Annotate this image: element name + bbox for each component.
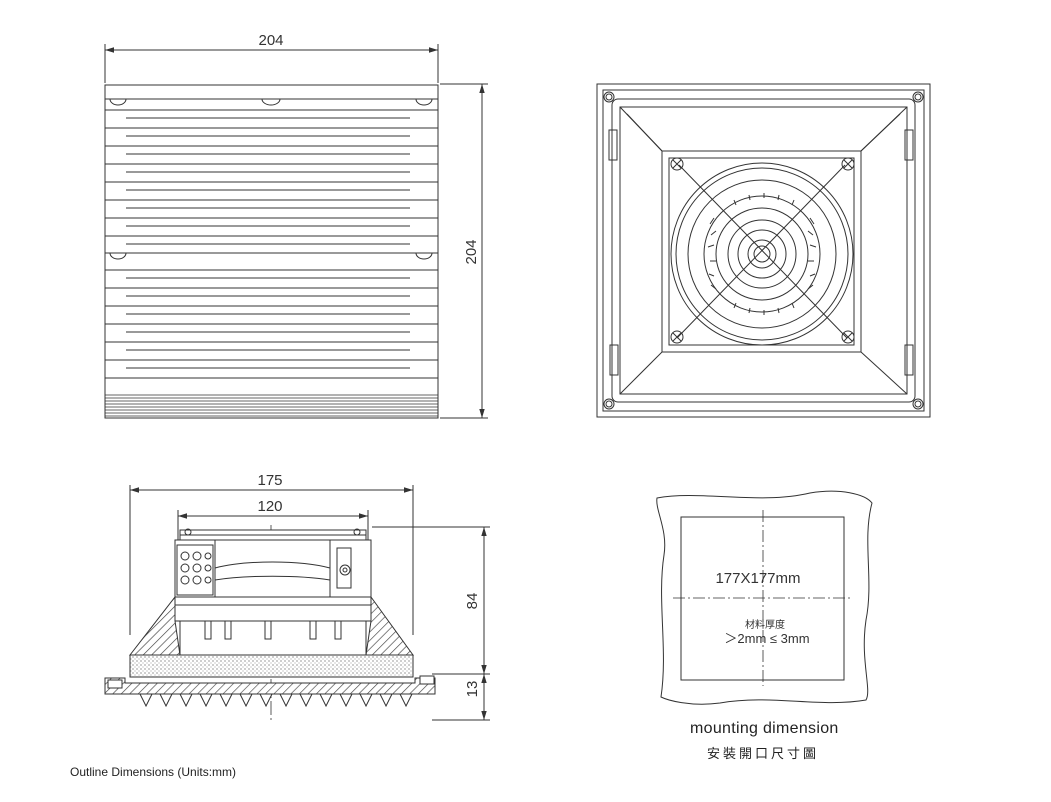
louver-slats bbox=[105, 110, 438, 378]
terminal-block bbox=[177, 545, 213, 595]
side-section-view bbox=[105, 485, 490, 722]
bottom-ribs bbox=[105, 395, 438, 416]
front-view bbox=[105, 44, 488, 418]
material-thickness-heading: 材料厚度 bbox=[745, 618, 785, 631]
footer-note: Outline Dimensions (Units:mm) bbox=[70, 765, 237, 779]
front-height-label: 204 bbox=[463, 239, 480, 264]
fan-guard bbox=[671, 163, 853, 345]
side-width-label: 175 bbox=[257, 472, 282, 489]
filter-mat bbox=[130, 655, 413, 677]
front-width-label: 204 bbox=[258, 32, 283, 49]
panel-outline bbox=[657, 491, 872, 704]
louver-body bbox=[105, 85, 438, 418]
cutout-square bbox=[681, 517, 844, 680]
side-flange-label: 13 bbox=[464, 681, 481, 698]
mounting-cutout bbox=[657, 491, 872, 704]
side-inner-width-label: 120 bbox=[257, 498, 282, 515]
cutout-size-label: 177X177mm bbox=[715, 570, 800, 587]
rear-view bbox=[597, 84, 930, 417]
mounting-caption-en: mounting dimension bbox=[690, 720, 839, 737]
guard-screw-icons bbox=[671, 158, 854, 343]
mounting-caption-zh: 安裝開口尺寸圖 bbox=[707, 746, 820, 761]
corner-screw-icons bbox=[604, 92, 923, 409]
thickness-range-label: ＞2mm ≤ 3mm bbox=[724, 631, 809, 646]
side-height-label: 84 bbox=[464, 593, 481, 610]
